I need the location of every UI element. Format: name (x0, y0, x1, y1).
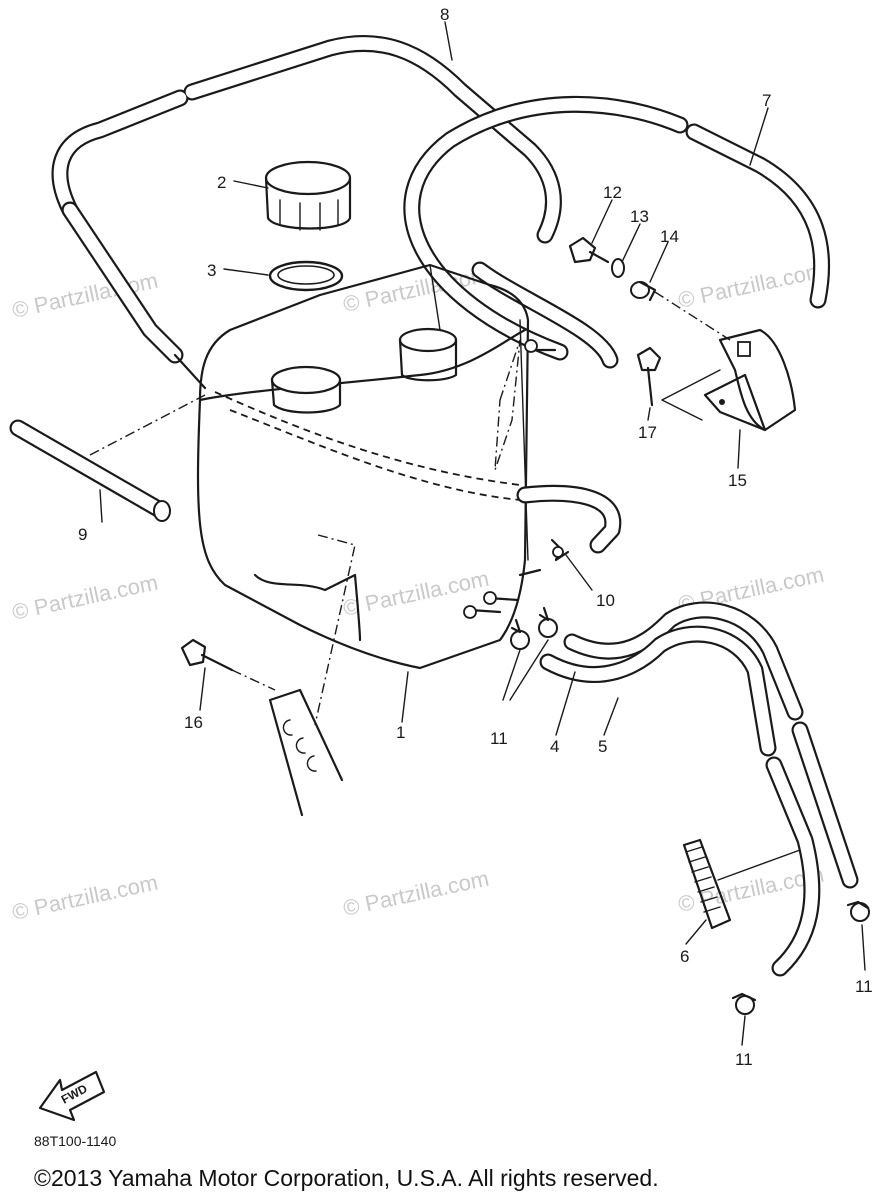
parts-4-5-hoses (539, 601, 859, 977)
callout-7: 7 (762, 91, 771, 110)
watermark: © Partzilla.com (10, 570, 160, 625)
callout-8: 8 (440, 5, 449, 24)
part-9-hose (9, 394, 206, 522)
callout-2: 2 (217, 173, 226, 192)
callout-16: 16 (184, 713, 203, 732)
callout-9: 9 (78, 525, 87, 544)
part-11-lower-clamps (731, 900, 870, 1046)
part-15-bracket (703, 328, 797, 432)
callout-5: 5 (598, 737, 607, 756)
fwd-arrow-icon: FWD (38, 1070, 106, 1122)
part-2-cap (264, 160, 352, 231)
callout-3: 3 (207, 261, 216, 280)
callout-13: 13 (630, 207, 649, 226)
part-17-bolt (636, 346, 721, 421)
callout-11: 11 (735, 1050, 753, 1069)
callout-1: 1 (396, 723, 405, 742)
callout-12: 12 (603, 183, 622, 202)
leader-lines (99, 21, 769, 945)
callouts: 8 7 2 3 12 13 14 17 15 9 10 16 1 11 4 5 … (78, 5, 873, 1069)
callout-4: 4 (550, 737, 559, 756)
callout-14: 14 (660, 227, 679, 246)
part-16-bolt (180, 638, 344, 817)
part-11-clamps (502, 606, 558, 701)
callout-11: 11 (490, 729, 508, 748)
watermark: © Partzilla.com (10, 870, 160, 925)
part-8-hose (51, 34, 562, 390)
callout-17: 17 (638, 423, 657, 442)
part-3-gasket (268, 260, 344, 292)
callout-15: 15 (728, 471, 747, 490)
watermark: © Partzilla.com (676, 258, 826, 313)
part-10-clamp (550, 538, 593, 591)
part-1-tank (196, 263, 622, 726)
diagram-code: 88T100-1140 (34, 1133, 116, 1149)
callout-10: 10 (596, 591, 615, 610)
watermark: © Partzilla.com (341, 866, 491, 921)
part-7-hose (403, 95, 831, 369)
watermarks: © Partzilla.com © Partzilla.com © Partzi… (10, 258, 826, 925)
callout-11: 11 (855, 977, 873, 996)
callout-6: 6 (680, 947, 689, 966)
copyright-text: ©2013 Yamaha Motor Corporation, U.S.A. A… (34, 1165, 659, 1191)
parts-12-14-hardware (568, 236, 731, 341)
part-6-protector (682, 838, 801, 930)
